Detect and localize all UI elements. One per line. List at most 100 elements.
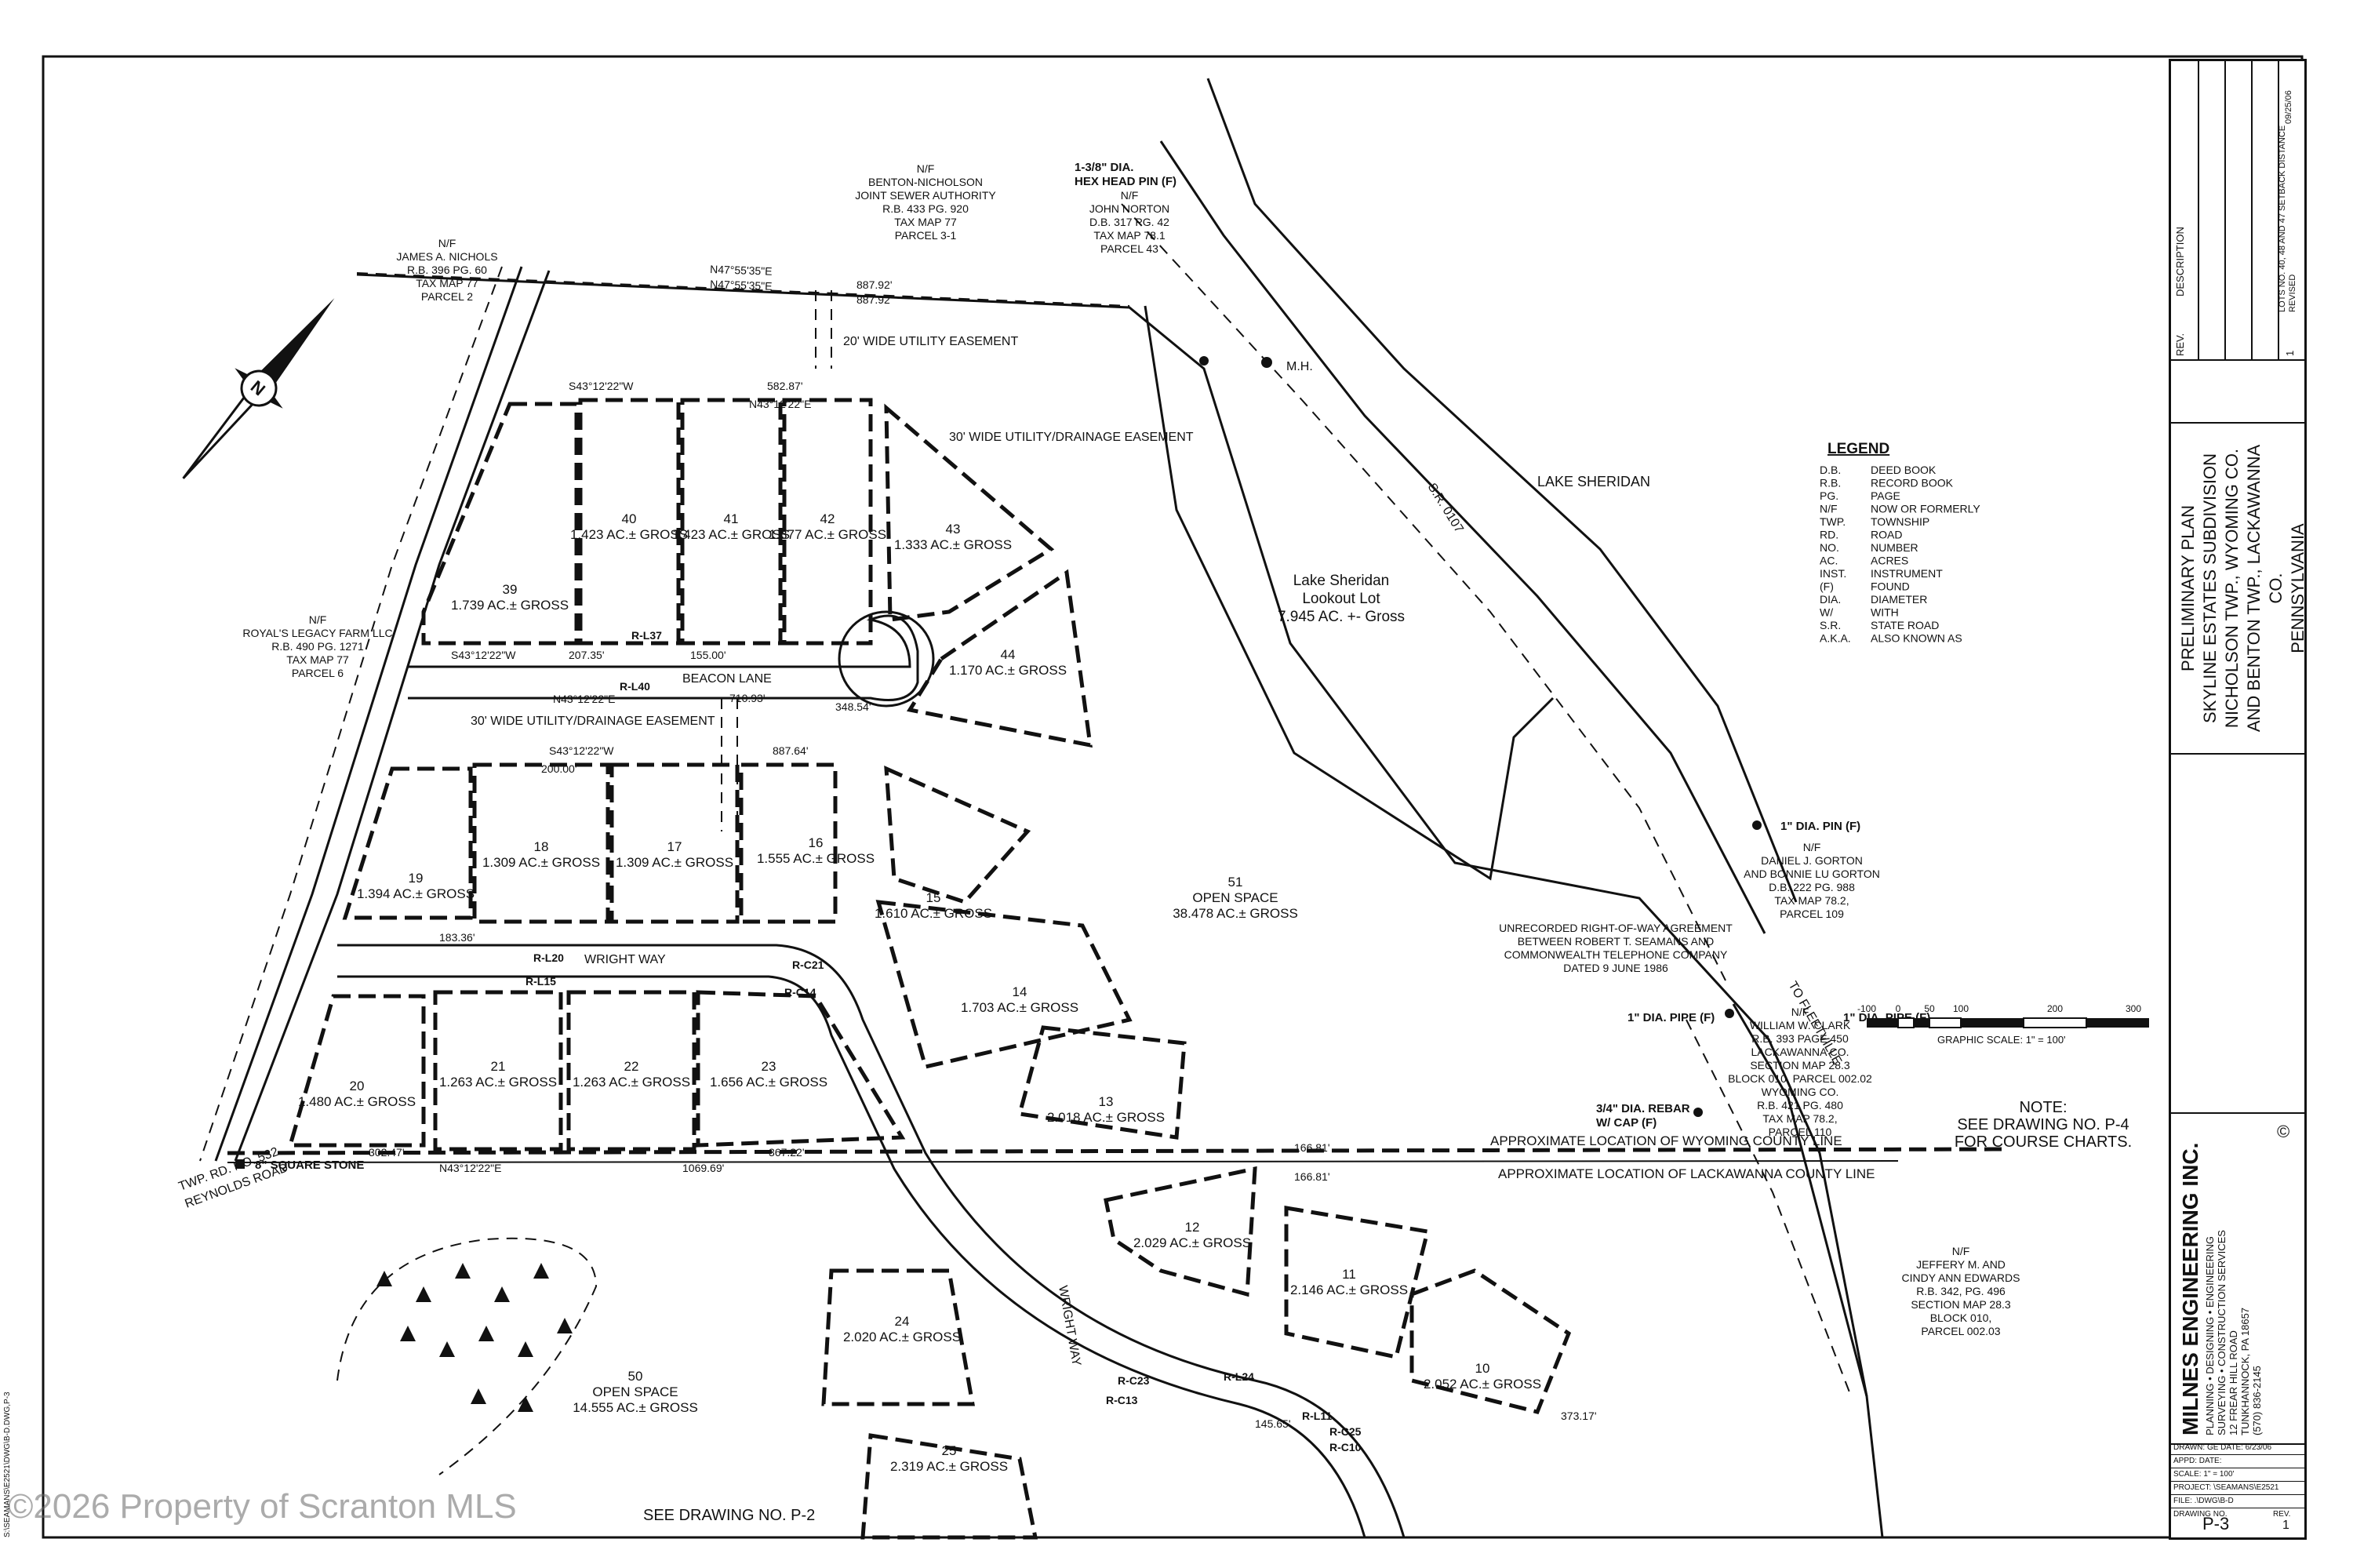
legend-meaning: NOW OR FORMERLY xyxy=(1871,503,1980,515)
benton-1: BENTON-NICHOLSON xyxy=(868,176,983,188)
pipe-1in-label-a: 1" DIA. PIPE (F) xyxy=(1627,1011,1715,1024)
hex-pin-icon xyxy=(1199,356,1209,366)
see-drawing-p2: SEE DRAWING NO. P-2 xyxy=(643,1507,815,1524)
property-boundary xyxy=(356,273,1868,1397)
parcel-21-id: 21 xyxy=(491,1059,506,1074)
watermark: ©2026 Property of Scranton MLS xyxy=(8,1487,517,1526)
clark-3: LACKAWANNA CO. xyxy=(1751,1046,1849,1058)
course-n43-c: N43°12'22"E xyxy=(439,1162,501,1174)
parcel-51-label: OPEN SPACE xyxy=(1192,890,1278,905)
parcel-44-id: 44 xyxy=(1001,647,1016,662)
sheet-number: P-3 xyxy=(2202,1514,2230,1533)
legend-meaning: RECORD BOOK xyxy=(1871,477,1954,489)
edwards-4: SECTION MAP 28.3 xyxy=(1911,1298,2011,1311)
parcel-18-id: 18 xyxy=(534,839,549,854)
beacon-lane-label: BEACON LANE xyxy=(682,672,772,686)
course-n43-b: N43°12'22"E xyxy=(553,693,615,705)
course-155: 155.00' xyxy=(690,649,726,661)
gorton-3: D.B. 222 PG. 988 xyxy=(1769,881,1855,893)
parcel-22-area: 1.263 AC.± GROSS xyxy=(573,1075,690,1090)
course-887: 887.64' xyxy=(773,744,809,757)
note-line-2: SEE DRAWING NO. P-4 xyxy=(1957,1116,2129,1133)
parcel-20-id: 20 xyxy=(350,1079,365,1093)
north-boundary-dashed xyxy=(356,272,1130,307)
firm-line-5: (570) 836-2145 xyxy=(2251,1366,2263,1435)
legend-meaning: WITH xyxy=(1871,606,1899,619)
sr0107-label: S.R. 0107 xyxy=(1425,481,1466,535)
west-road-line-2 xyxy=(214,266,523,1162)
east-boundary xyxy=(1732,1003,1884,1538)
royal-0: N/F xyxy=(309,613,327,626)
copyright-icon: © xyxy=(2277,1122,2290,1141)
clark-5: BLOCK 010, PARCEL 002.02 xyxy=(1728,1072,1872,1085)
course-rl11: R-L11 xyxy=(1302,1410,1332,1422)
course-166-a: 166.81' xyxy=(1294,1141,1330,1154)
legend-abbrev: A.K.A. xyxy=(1820,632,1851,645)
clark-2: R.B. 393 PAGE 450 xyxy=(1751,1032,1849,1045)
sr0107-center xyxy=(1121,203,1726,981)
course-rc14: R-C14 xyxy=(784,986,816,999)
parcel-43-area: 1.333 AC.± GROSS xyxy=(894,537,1012,552)
parcel-16-area: 1.555 AC.± GROSS xyxy=(757,851,875,866)
legend-abbrev: AC. xyxy=(1820,555,1838,567)
legend-meaning: PAGE xyxy=(1871,489,1900,502)
note-line-1: NOTE: xyxy=(2019,1099,2067,1116)
parcel-10-area: 2.052 AC.± GROSS xyxy=(1424,1377,1541,1392)
edwards-3: R.B. 342, PG. 496 xyxy=(1916,1285,2006,1297)
rev-date: 09/25/06 xyxy=(2284,90,2293,124)
parcel-11-area: 2.146 AC.± GROSS xyxy=(1290,1282,1408,1297)
wright-way-2 xyxy=(337,975,1366,1538)
wright-way xyxy=(337,944,1406,1538)
lackawanna-county-label: APPROXIMATE LOCATION OF LACKAWANNA COUNT… xyxy=(1498,1166,1875,1181)
legend-abbrev: R.B. xyxy=(1820,477,1841,489)
firm-line-1: PLANNING • DESIGNING • ENGINEERING xyxy=(2204,1236,2216,1435)
parcel-23-area: 1.656 AC.± GROSS xyxy=(710,1075,827,1090)
legend-abbrev: D.B. xyxy=(1820,464,1841,476)
clark-4: SECTION MAP 28.3 xyxy=(1750,1059,1850,1071)
clark-6: WYOMING CO. xyxy=(1762,1086,1839,1098)
title-pennsylvania: PENNSYLVANIA xyxy=(2288,523,2308,653)
lookout-lot-area: 7.945 AC. +- Gross xyxy=(1278,609,1405,625)
course-north-bearing-1: N47°55'35"E xyxy=(710,263,773,278)
norton-2: D.B. 317 PG. 42 xyxy=(1089,216,1169,228)
parcel-17-id: 17 xyxy=(667,839,682,854)
pipe-icon xyxy=(1725,1009,1734,1018)
rev-number-box: 1 xyxy=(2282,1519,2289,1532)
side-file-path: S:\SEAMANS\E2521\DWG\B-D.DWG,P-3 xyxy=(3,1392,12,1537)
parcel-25-area: 2.319 AC.± GROSS xyxy=(890,1459,1008,1474)
firm-name: MILNES ENGINEERING INC. xyxy=(2178,1142,2202,1435)
drawing-no-label: DRAWING NO. xyxy=(2173,1510,2228,1519)
nichols-4: PARCEL 2 xyxy=(421,290,473,303)
course-rl40: R-L40 xyxy=(620,680,650,693)
firm-box: MILNES ENGINEERING INC. PLANNING • DESIG… xyxy=(2171,1112,2304,1445)
legend-meaning: INSTRUMENT xyxy=(1871,567,1943,580)
graphic-scale: -100 0 50 100 200 300 GRAPHIC SCALE: 1" … xyxy=(1857,1003,2149,1046)
legend-abbrev: TWP. xyxy=(1820,515,1846,528)
course-710: 710.93' xyxy=(729,692,766,704)
square-stone-label: 8" SQUARE STONE xyxy=(255,1159,364,1172)
drainage-easement-30-label-a: 30' WIDE UTILITY/DRAINAGE EASEMENT xyxy=(949,431,1194,444)
lake-sheridan-label: LAKE SHERIDAN xyxy=(1537,474,1650,489)
parcel-40-area: 1.423 AC.± GROSS xyxy=(570,527,688,542)
owner-labels: N/F BENTON-NICHOLSON JOINT SEWER AUTHORI… xyxy=(242,162,2020,1337)
legend-abbrev: N/F xyxy=(1820,503,1838,515)
benton-5: PARCEL 3-1 xyxy=(895,229,957,242)
benton-0: N/F xyxy=(917,162,935,175)
west-road-line xyxy=(234,270,551,1162)
legend-meaning: ROAD xyxy=(1871,529,1902,541)
rev-description: LOTS NO. 40, 48 AND 47 SETBACK DISTANCE … xyxy=(2278,125,2297,312)
note-block: NOTE: SEE DRAWING NO. P-4 FOR COURSE CHA… xyxy=(1955,1099,2132,1151)
project-path: PROJECT: \SEAMANS\E2521 xyxy=(2171,1482,2304,1495)
benton-2: JOINT SEWER AUTHORITY xyxy=(855,189,996,202)
scale-tick-0: 0 xyxy=(1896,1003,1901,1014)
legend-meaning: STATE ROAD xyxy=(1871,619,1939,631)
county-line-labels: APPROXIMATE LOCATION OF WYOMING COUNTY L… xyxy=(1490,1133,1875,1181)
legend-meaning: ACRES xyxy=(1871,555,1908,567)
utility-easement-20-label: 20' WIDE UTILITY EASEMENT xyxy=(843,335,1018,348)
course-s43-b: S43°12'22"W xyxy=(451,649,516,661)
row-note-2: COMMONWEALTH TELEPHONE COMPANY xyxy=(1504,948,1728,961)
royal-4: PARCEL 6 xyxy=(292,667,344,679)
parcel-18-area: 1.309 AC.± GROSS xyxy=(482,855,600,870)
